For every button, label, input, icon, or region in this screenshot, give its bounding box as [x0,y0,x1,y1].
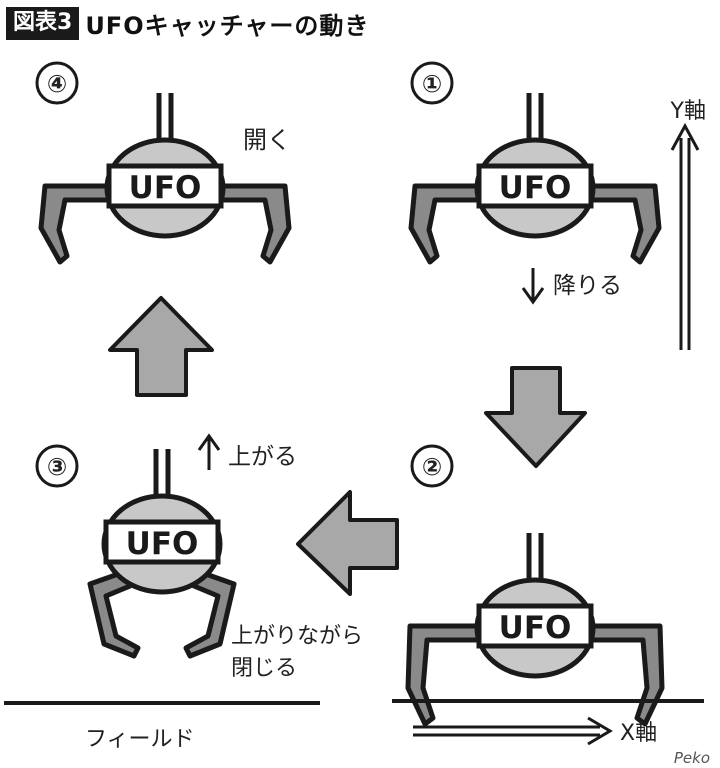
up-big-arrow-icon [108,296,214,397]
ufo-label-2: UFO [499,610,572,646]
figure-title-text: UFOキャッチャーの動き [85,12,370,40]
left-big-arrow-icon [296,490,399,596]
step-3-action: 上がる [228,444,297,470]
step-4-number: ④ [47,70,67,98]
claw-at-bottom: UFO [408,533,662,724]
artist-signature: Peko [674,749,710,767]
figure-badge: 図表3 [6,7,80,40]
figure-title: 図表3 UFOキャッチャーの動き [6,6,369,41]
step-3-action2-line2: 閉じる [231,656,297,681]
claw-open: UFO [41,93,289,262]
step-4-group: ④ UFO 開く [35,61,291,262]
ufo-label-4: UFO [129,170,202,206]
step-3-action2-line1: 上がりながら [231,624,363,649]
step-2-number-circle [410,444,454,488]
ufo-label-3: UFO [126,526,199,562]
step-4-action: 開く [243,126,291,154]
claw-descending: UFO [411,93,659,262]
x-axis-label: X軸 [620,721,657,746]
step-1-action: 降りる [553,273,622,299]
step-4-number-circle [35,61,79,105]
step-1-number-circle [410,61,454,105]
x-axis-arrow-head-icon [587,716,613,746]
step-3-group: ③ UFO 上がる 上がりながら 閉じる フィールド [4,433,363,752]
down-big-arrow-icon [484,366,587,468]
down-arrow-head-icon [521,287,545,305]
ufo-label-1: UFO [499,170,572,206]
step-1-number: ① [422,70,442,98]
y-axis-label: Y軸 [670,99,706,124]
field-label: フィールド [85,727,195,752]
claw-closed: UFO [90,449,234,656]
step-2-number: ② [422,453,442,481]
up-arrow-head-icon [197,433,221,451]
y-axis-arrow-head-icon [670,122,700,151]
step-3-number: ③ [47,453,67,481]
step-3-number-circle [35,444,79,488]
step-2-group: ② UFO X軸 Peko [392,444,710,767]
step-1-group: ① UFO 降りる Y軸 [410,61,706,350]
